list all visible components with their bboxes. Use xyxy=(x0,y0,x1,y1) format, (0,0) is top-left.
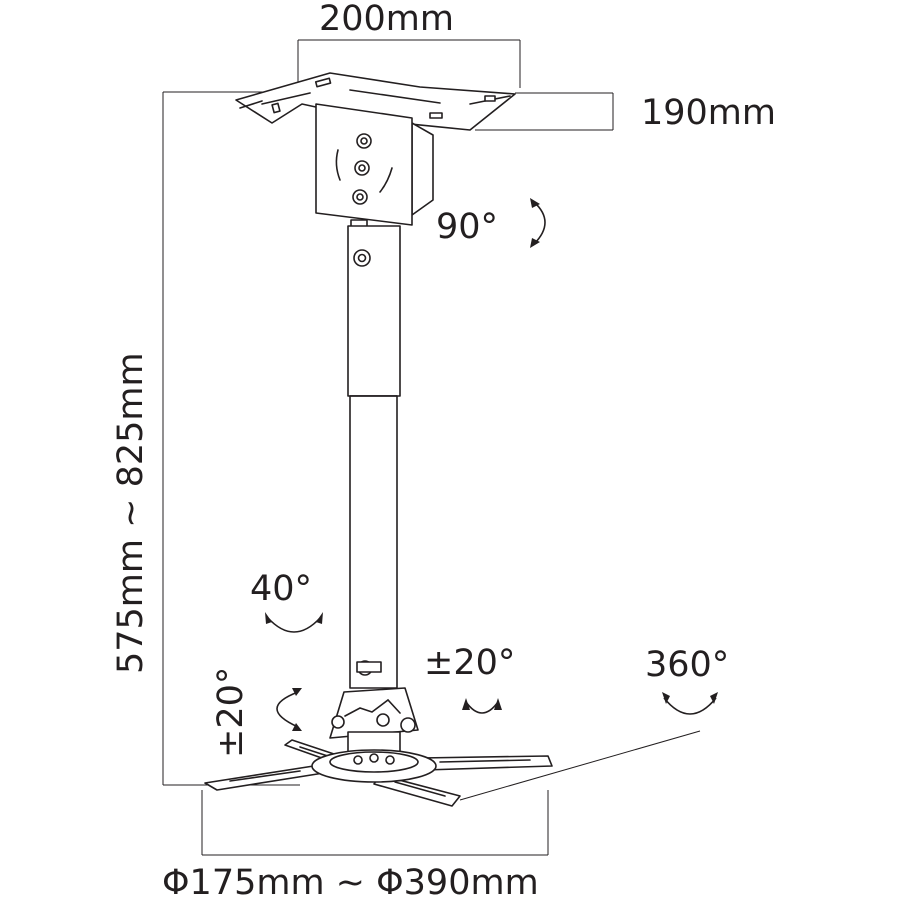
pole-outer-tube xyxy=(347,225,401,397)
arrow-left-20 xyxy=(276,688,302,731)
plate-slot-left xyxy=(271,102,281,114)
pole-lock-bolt-center xyxy=(357,253,367,263)
spider-arm-right xyxy=(419,755,553,771)
spider-hub-screw-1 xyxy=(353,755,363,765)
dimension-lines xyxy=(162,39,701,856)
arrow-90 xyxy=(530,198,546,248)
pole-inner-tube xyxy=(349,395,398,689)
top-swivel-label: 90° xyxy=(436,207,499,247)
arrow-center-20 xyxy=(462,698,502,714)
mount-diameter-label: Φ175mm ~ Φ390mm xyxy=(162,863,539,903)
height-range-label: 575mm ~ 825mm xyxy=(111,352,151,674)
plate-slots xyxy=(239,89,511,109)
tilt-side-label: 40° xyxy=(250,569,313,609)
bracket-slot-right xyxy=(379,167,393,193)
plate-slot-back xyxy=(314,77,332,88)
spider-mount xyxy=(204,739,553,807)
tilt-head-knob-right xyxy=(400,717,416,733)
tilt-head-seam xyxy=(344,698,401,717)
spin-label: 360° xyxy=(645,645,730,685)
spider-arm-left-front xyxy=(204,764,331,791)
upper-bracket xyxy=(315,103,434,230)
arm-leader-line xyxy=(459,730,701,801)
arrow-360 xyxy=(662,692,718,715)
spider-hub-screw-2 xyxy=(369,753,379,763)
pole-bottom-nut xyxy=(356,661,382,673)
spider-arm-right-slot xyxy=(439,759,531,763)
spider-arm-left-front-slot xyxy=(229,770,301,782)
plate-slot-right xyxy=(484,95,496,102)
tilt-head xyxy=(329,687,419,753)
spider-arm-front-slot xyxy=(394,781,446,797)
bracket-bolt-middle-center xyxy=(358,164,366,172)
bracket-side-plate xyxy=(411,122,434,216)
ceiling-plate-body xyxy=(235,72,516,131)
plate-depth-label: 190mm xyxy=(641,93,776,133)
tilt-head-base xyxy=(347,731,401,753)
plate-width-label: 200mm xyxy=(319,0,454,39)
tilt-left-label: ±20° xyxy=(211,666,251,758)
bracket-bolt-bottom-center xyxy=(356,193,364,201)
rotation-arrows xyxy=(265,198,718,731)
spider-hub-screw-3 xyxy=(385,755,395,765)
tilt-head-knob-left xyxy=(331,715,345,729)
bracket-slot-left xyxy=(335,149,341,181)
bracket-bolt-top-center xyxy=(360,137,368,145)
plate-slot-front xyxy=(429,112,443,119)
arrow-40 xyxy=(265,612,323,633)
tilt-head-knob-center xyxy=(376,713,390,727)
ceiling-plate xyxy=(235,72,516,131)
extension-pole xyxy=(347,225,401,689)
tilt-center-label: ±20° xyxy=(424,643,516,683)
